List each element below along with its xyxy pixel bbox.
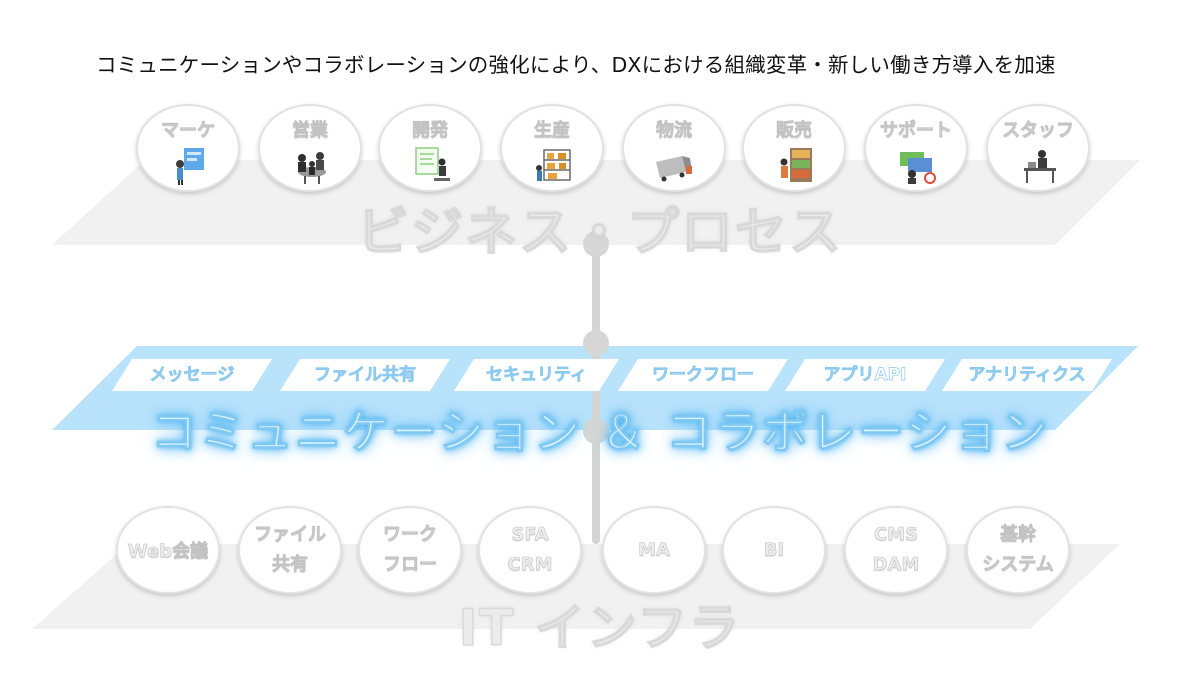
circle-label: 営業: [292, 120, 329, 142]
headline: コミュニケーションやコラボレーションの強化により、DXにおける組織変革・新しい働…: [96, 53, 1056, 77]
business-circle-support: サポート: [864, 104, 968, 192]
chip-label: セキュリティ: [486, 365, 588, 386]
circle-label: 物流: [656, 120, 693, 142]
circle-label: MA: [638, 539, 670, 561]
logistics-truck-icon: [656, 156, 692, 182]
circle-label-line2: CRM: [507, 554, 553, 576]
circle-label: SFA CRM: [480, 520, 580, 580]
circle-label: マーケ: [161, 120, 216, 142]
chip-label: アナリティクス: [968, 365, 1086, 386]
chip-label: アプリAPI: [823, 365, 907, 386]
chip-label: ファイル共有: [314, 365, 417, 386]
circle-label-line1: ファイル: [254, 524, 327, 546]
business-circle-sales: 営業: [258, 104, 362, 192]
circle-label-line2: システム: [982, 554, 1054, 576]
retail-shelf-icon: [780, 148, 812, 182]
business-circle-logistics: 物流: [622, 104, 726, 192]
marketing-icon: [176, 148, 204, 185]
it-layer-title: IT インフラ: [458, 598, 742, 658]
circle-label: サポート: [880, 120, 953, 142]
circle-label-line1: SFA: [511, 524, 549, 546]
business-circle-development: 開発: [378, 104, 482, 192]
circle-label-line2: 共有: [272, 554, 309, 576]
circle-label: BI: [763, 539, 785, 561]
production-warehouse-icon: [536, 149, 571, 181]
business-circle-staff: スタッフ: [986, 104, 1090, 192]
chip-security: セキュリティ: [454, 359, 619, 391]
connector-node-middle: [583, 330, 609, 356]
it-circle-sfa-crm: SFA CRM: [478, 506, 582, 594]
it-circle-cms-dam: CMS DAM: [844, 506, 948, 594]
chip-workflow: ワークフロー: [618, 359, 788, 391]
connector-node-top: [583, 231, 609, 257]
it-circle-workflow: ワーク フロー: [358, 506, 462, 594]
circle-label: CMS DAM: [846, 520, 946, 580]
it-circle-core-systems: 基幹 システム: [966, 506, 1070, 594]
it-circle-web-meeting: Web会議: [116, 506, 220, 594]
circle-label-line1: ワーク: [383, 524, 438, 546]
circle-label: ファイル 共有: [240, 520, 340, 580]
circle-label-line2: フロー: [383, 554, 438, 576]
chip-app-api: アプリAPI: [785, 359, 945, 391]
business-circle-marketing: マーケ: [136, 104, 240, 192]
staff-desk-icon: [1024, 150, 1056, 183]
circle-label: スタッフ: [1002, 120, 1075, 142]
chip-file-sharing: ファイル共有: [280, 359, 450, 391]
business-layer-title: ビジネス・プロセス: [356, 202, 843, 264]
circle-label: 販売: [776, 120, 813, 142]
business-circle-retail: 販売: [742, 104, 846, 192]
sales-meeting-icon: [298, 152, 326, 184]
it-circle-bi: BI: [722, 506, 826, 594]
development-icon: [415, 147, 450, 181]
circle-label: 生産: [534, 120, 571, 142]
collab-layer-title: コミュニケーション ＆ コラボレーション: [150, 405, 1050, 460]
circle-label-line2: DAM: [872, 554, 920, 576]
chip-label: メッセージ: [149, 365, 235, 386]
chip-label: ワークフロー: [652, 365, 755, 386]
circle-label-line1: 基幹: [1000, 524, 1037, 546]
circle-label-line1: CMS: [873, 524, 919, 546]
chip-analytics: アナリティクス: [942, 359, 1112, 391]
connector-node-bottom: [583, 418, 609, 444]
circle-label: Web会議: [127, 541, 209, 563]
it-circle-file-sharing: ファイル 共有: [238, 506, 342, 594]
chip-message: メッセージ: [112, 359, 272, 391]
circle-label: 基幹 システム: [968, 520, 1068, 580]
circle-label: 開発: [412, 120, 449, 142]
it-circle-ma: MA: [602, 506, 706, 594]
circle-label: ワーク フロー: [360, 520, 460, 580]
business-circle-production: 生産: [500, 104, 604, 192]
support-icon: [900, 152, 936, 184]
